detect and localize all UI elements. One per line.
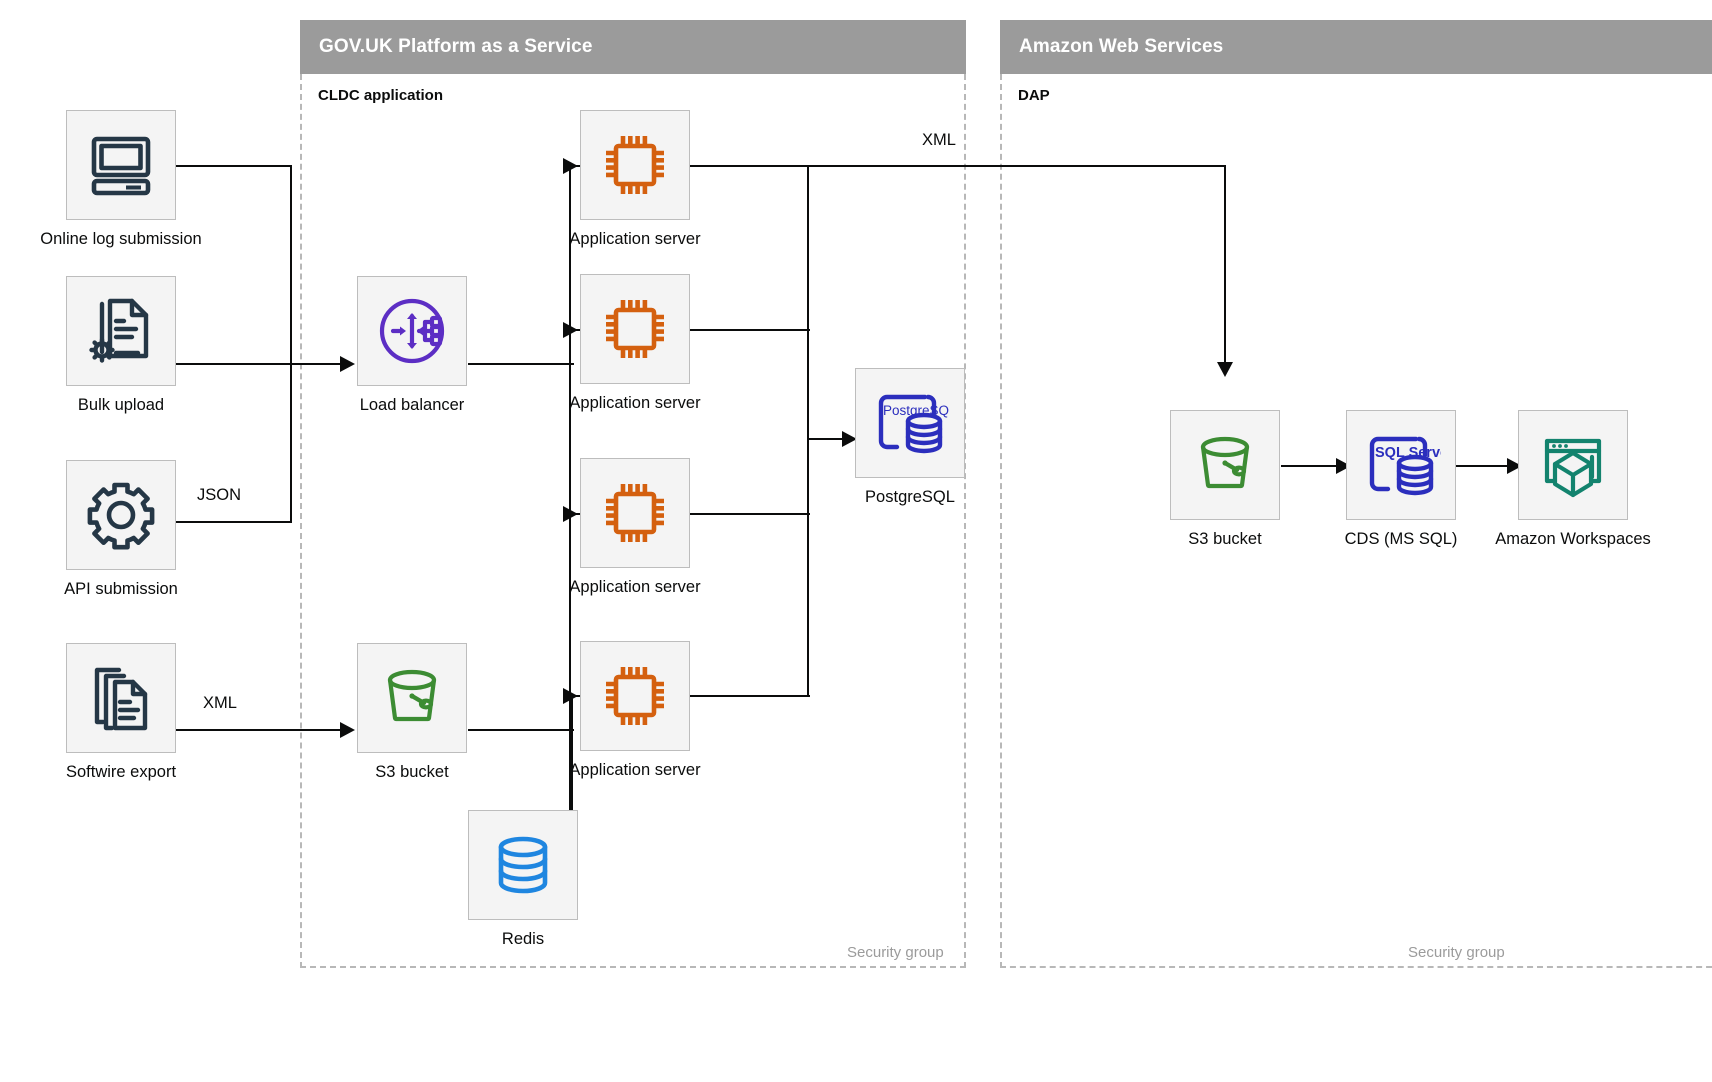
node-label: Load balancer xyxy=(359,396,465,414)
node-label: Application server xyxy=(569,578,701,596)
arrow-app-server-4 xyxy=(563,688,578,704)
bucket-icon xyxy=(357,643,467,753)
node-label: S3 bucket xyxy=(375,763,449,781)
document-gear-icon xyxy=(66,276,176,386)
cpu-chip-icon xyxy=(580,110,690,220)
gear-icon xyxy=(66,460,176,570)
zone-title-aws: Amazon Web Services xyxy=(1019,36,1224,57)
security-group-label-paas: Security group xyxy=(847,944,944,961)
edge-lb-out xyxy=(468,363,574,366)
zone-title-paas: GOV.UK Platform as a Service xyxy=(319,36,593,57)
edge-api-horizontal xyxy=(176,521,292,524)
edge-collector-to-postgres xyxy=(807,438,853,441)
edge-bulk-upload-horizontal xyxy=(176,363,342,366)
node-label: Amazon Workspaces xyxy=(1495,530,1651,548)
arrow-aws-s3-bucket xyxy=(1217,362,1233,377)
arrow-postgresql xyxy=(842,431,857,447)
edge-arrow-to-s3-paas xyxy=(340,722,355,738)
edge-xml-to-aws-horizontal xyxy=(690,165,1226,168)
zone-header-paas: GOV.UK Platform as a Service xyxy=(300,20,966,74)
arrow-app-server-2 xyxy=(563,322,578,338)
node-label: Bulk upload xyxy=(77,396,165,414)
edge-redis-vertical xyxy=(571,695,574,850)
edge-app-2-out xyxy=(690,329,810,332)
edge-app-4-out xyxy=(690,695,810,698)
workspaces-cube-icon xyxy=(1518,410,1628,520)
zone-box-paas xyxy=(300,74,966,968)
zone-sublabel-dap: DAP xyxy=(1018,87,1050,104)
node-label: Application server xyxy=(569,394,701,412)
edge-app-3-out xyxy=(690,513,810,516)
security-group-label-aws: Security group xyxy=(1408,944,1505,961)
desktop-computer-icon xyxy=(66,110,176,220)
edge-label-json: JSON xyxy=(197,486,242,504)
edge-online-log-horizontal xyxy=(176,165,292,168)
edge-arrow-to-load-balancer xyxy=(340,356,355,372)
node-label: Softwire export xyxy=(65,763,177,781)
sql-server-icon: SQL Server xyxy=(1346,410,1456,520)
node-label: Application server xyxy=(569,230,701,248)
edge-label-xml-appserver: XML xyxy=(922,131,956,149)
edge-cds-to-workspaces xyxy=(1456,465,1518,468)
zone-sublabel-cldc: CLDC application xyxy=(318,87,444,104)
postgresql-icon: PostgreSQL xyxy=(855,368,965,478)
zone-header-aws: Amazon Web Services xyxy=(1000,20,1712,74)
zone-box-aws xyxy=(1000,74,1712,968)
node-label: Application server xyxy=(569,761,701,779)
node-label: API submission xyxy=(64,580,178,598)
node-label: Redis xyxy=(501,930,545,948)
arrow-app-server-3 xyxy=(563,506,578,522)
bucket-icon xyxy=(1170,410,1280,520)
database-cylinder-icon xyxy=(468,810,578,920)
edge-softwire-horizontal xyxy=(176,729,342,732)
documents-stack-icon xyxy=(66,643,176,753)
cpu-chip-icon xyxy=(580,641,690,751)
edge-api-vertical xyxy=(290,363,293,523)
edge-label-xml-softwire: XML xyxy=(203,694,237,712)
arrow-app-server-1 xyxy=(563,158,578,174)
node-label: S3 bucket xyxy=(1188,530,1262,548)
node-label: Online log submission xyxy=(40,230,202,248)
edge-xml-to-aws-vertical xyxy=(1224,165,1227,365)
edge-online-log-vertical xyxy=(290,165,293,365)
node-label: CDS (MS SQL) xyxy=(1344,530,1458,548)
cpu-chip-icon xyxy=(580,458,690,568)
cpu-chip-icon xyxy=(580,274,690,384)
edge-s3-to-cds xyxy=(1281,465,1347,468)
node-label: PostgreSQL xyxy=(865,488,955,506)
edge-s3paas-out xyxy=(468,729,574,732)
collector-bus xyxy=(807,165,810,695)
load-balancer-icon xyxy=(357,276,467,386)
